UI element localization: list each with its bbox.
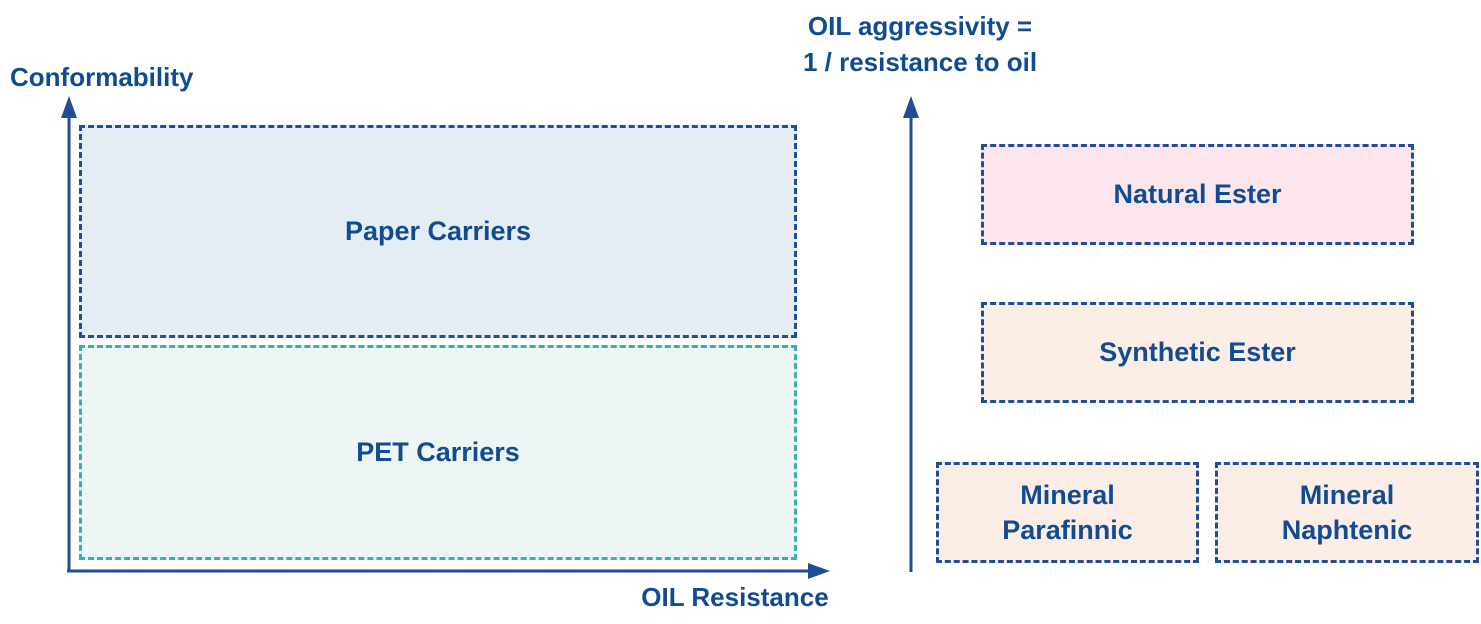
mineral-parafinnic-line1: Mineral (1020, 479, 1115, 510)
pet-carriers-region: PET Carriers (79, 345, 797, 560)
mineral-naphtenic-line2: Naphtenic (1281, 514, 1413, 545)
left-y-arrowhead (61, 96, 77, 118)
oil-aggressivity-axis-label: OIL aggressivity = 1 / resistance to oil (770, 8, 1070, 80)
synthetic-ester-label: Synthetic Ester (1099, 337, 1296, 367)
paper-carriers-label: Paper Carriers (344, 216, 532, 246)
mineral-parafinnic-box: Mineral Parafinnic (936, 462, 1199, 563)
synthetic-ester-box: Synthetic Ester (981, 302, 1414, 403)
left-x-arrowhead (808, 563, 830, 579)
natural-ester-box: Natural Ester (981, 144, 1414, 245)
axis-label-line1: OIL aggressivity = (807, 11, 1033, 41)
pet-carriers-label: PET Carriers (356, 437, 520, 467)
oil-resistance-axis-label: OIL Resistance (641, 582, 829, 612)
axis-label-line2: 1 / resistance to oil (802, 47, 1038, 77)
mineral-naphtenic-box: Mineral Naphtenic (1215, 462, 1479, 563)
right-y-arrowhead (903, 96, 919, 118)
mineral-naphtenic-line1: Mineral (1299, 479, 1395, 510)
mineral-parafinnic-line2: Parafinnic (1002, 514, 1133, 545)
natural-ester-label: Natural Ester (1113, 179, 1282, 209)
conformability-axis-label: Conformability (10, 62, 194, 92)
paper-carriers-region: Paper Carriers (79, 125, 797, 338)
